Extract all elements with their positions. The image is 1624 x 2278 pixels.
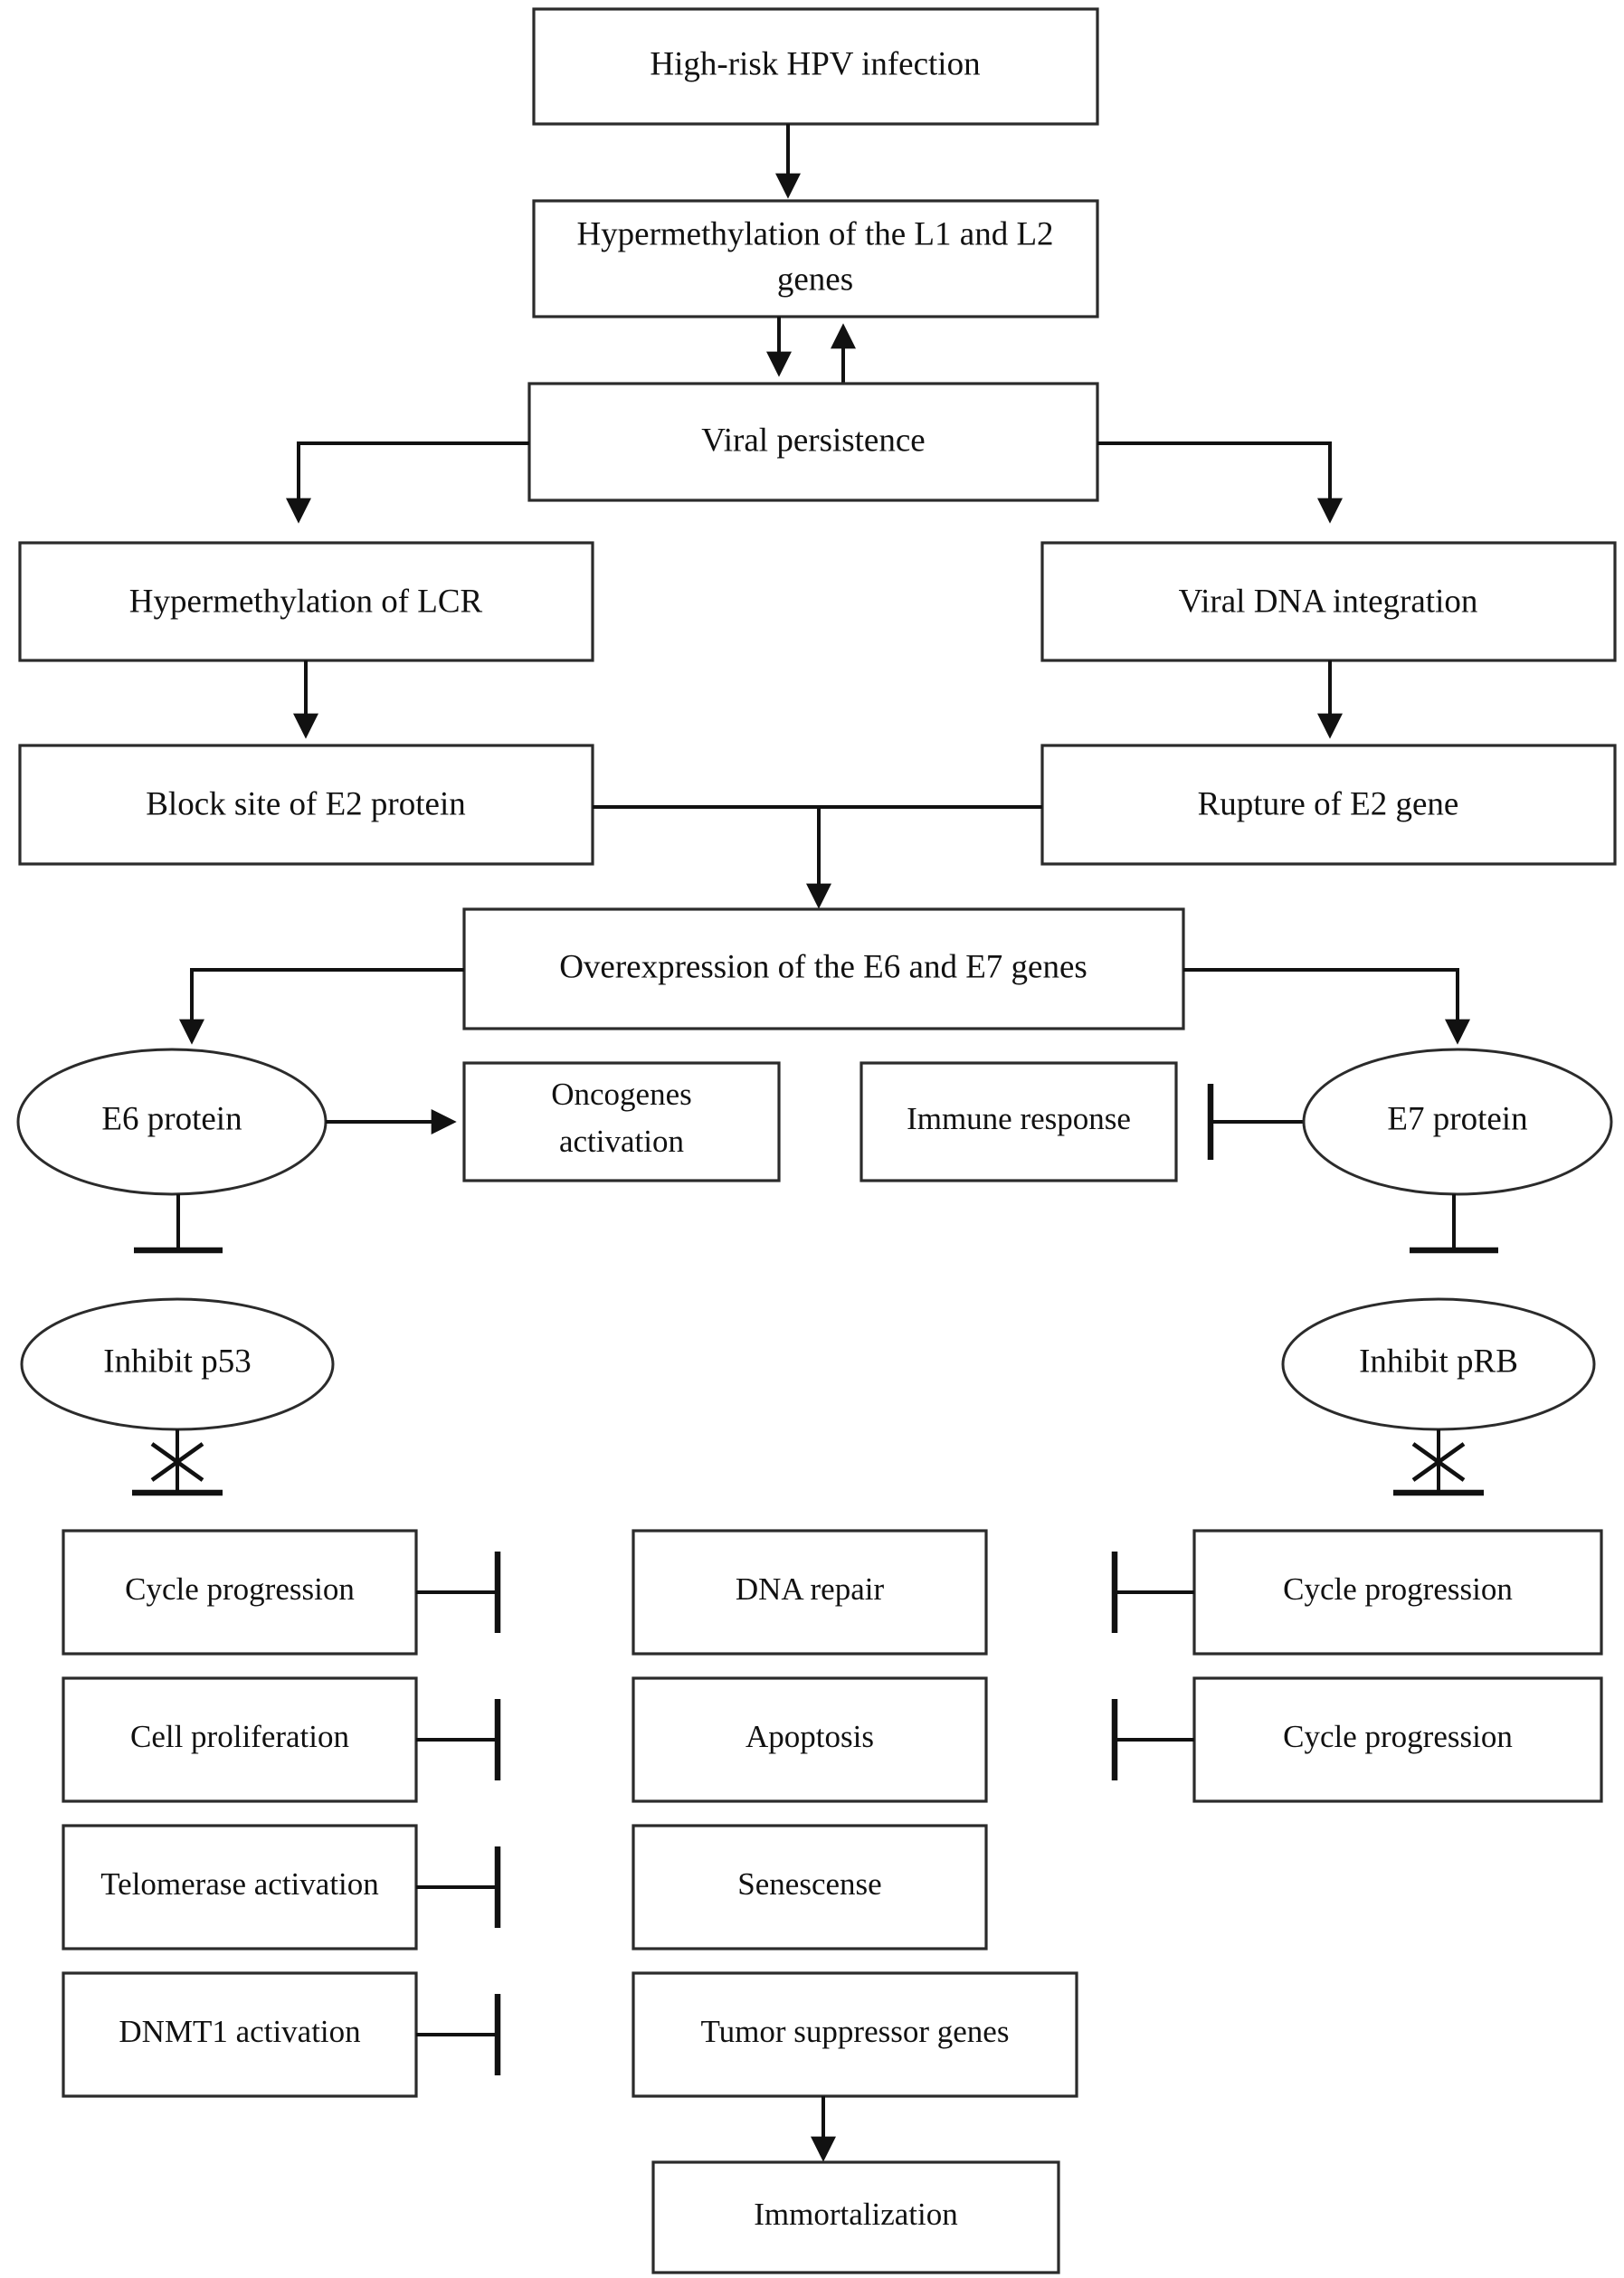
edge-persistence-to-lcr xyxy=(286,441,529,524)
prb-cross-stroke-b xyxy=(1411,1442,1466,1482)
tumor-suppressor-genes-box[interactable] xyxy=(632,1971,1078,2098)
rupture-e2-gene-box[interactable] xyxy=(1040,744,1617,866)
edge-overexpression-to-e7 xyxy=(1183,968,1470,1045)
cell-proliferation-label: Cell proliferation xyxy=(130,1719,349,1754)
hypermethylation-l1l2-label-line2: genes xyxy=(777,261,853,298)
block-site-e2-box[interactable] xyxy=(18,744,594,866)
node-tumor-suppressor-genes[interactable]: Tumor suppressor genes xyxy=(632,1971,1078,2098)
p53-cross-stroke-b xyxy=(150,1442,204,1482)
viral-persistence-box[interactable] xyxy=(527,382,1099,502)
cycle-progression-right-1-box[interactable] xyxy=(1192,1529,1603,1656)
oncogenes-activation-label-line1: Oncogenes xyxy=(551,1077,692,1112)
hypermethylation-lcr-label: Hypermethylation of LCR xyxy=(129,583,483,620)
cycle-progression-right-2-box[interactable] xyxy=(1192,1676,1603,1803)
oncogenes-activation-box[interactable] xyxy=(462,1061,781,1182)
node-overexpression-e6-e7[interactable]: Overexpression of the E6 and E7 genes xyxy=(462,907,1185,1030)
oncogenes-activation-label-line2: activation xyxy=(559,1124,684,1159)
hypermethylation-l1l2-label-line1: Hypermethylation of the L1 and L2 xyxy=(576,215,1053,252)
node-cycle-progression-right-2[interactable]: Cycle progression xyxy=(1111,1676,1603,1803)
edge-overexpression-to-e6 xyxy=(179,968,464,1045)
immortalization-label: Immortalization xyxy=(754,2197,957,2232)
node-viral-persistence[interactable]: Viral persistence xyxy=(527,382,1099,502)
edge-p53-blocked-inhibition xyxy=(132,1429,223,1496)
node-inhibit-prb[interactable]: Inhibit pRB xyxy=(1281,1297,1596,1431)
immune-response-box[interactable] xyxy=(859,1061,1178,1182)
inhibit-p53-label: Inhibit p53 xyxy=(103,1343,251,1380)
node-hypermethylation-lcr[interactable]: Hypermethylation of LCR xyxy=(18,541,594,662)
node-cycle-progression-right-1[interactable]: Cycle progression xyxy=(1111,1529,1603,1656)
rupture-e2-gene-label: Rupture of E2 gene xyxy=(1198,785,1459,822)
node-immortalization[interactable]: Immortalization xyxy=(651,2160,1060,2274)
e7-protein-label: E7 protein xyxy=(1387,1100,1527,1137)
edge-persistence-to-integration xyxy=(1097,441,1343,524)
dnmt1-activation-box[interactable] xyxy=(62,1971,418,2098)
dnmt1-activation-label: DNMT1 activation xyxy=(119,2014,360,2049)
dna-repair-label: DNA repair xyxy=(736,1571,885,1607)
e6-protein-label: E6 protein xyxy=(101,1100,242,1137)
cycle-progression-right-1-label: Cycle progression xyxy=(1283,1571,1513,1607)
cell-proliferation-box[interactable] xyxy=(62,1676,418,1803)
block-site-e2-label: Block site of E2 protein xyxy=(146,785,466,822)
node-senescense[interactable]: Senescense xyxy=(632,1824,988,1951)
immune-response-label: Immune response xyxy=(907,1101,1131,1136)
inhibit-prb-label: Inhibit pRB xyxy=(1359,1343,1518,1380)
node-e6-protein[interactable]: E6 protein xyxy=(16,1048,328,1196)
node-rupture-e2-gene[interactable]: Rupture of E2 gene xyxy=(1040,744,1617,866)
apoptosis-box[interactable] xyxy=(632,1676,988,1803)
viral-persistence-label: Viral persistence xyxy=(701,422,925,459)
telomerase-activation-label: Telomerase activation xyxy=(100,1866,379,1902)
viral-dna-integration-label: Viral DNA integration xyxy=(1179,583,1478,620)
node-inhibit-p53[interactable]: Inhibit p53 xyxy=(20,1297,335,1431)
node-viral-dna-integration[interactable]: Viral DNA integration xyxy=(1040,541,1617,662)
overexpression-e6-e7-label: Overexpression of the E6 and E7 genes xyxy=(559,948,1087,985)
tumor-suppressor-genes-label: Tumor suppressor genes xyxy=(701,2014,1010,2049)
node-dnmt1-activation[interactable]: DNMT1 activation xyxy=(62,1971,501,2098)
hpv-infection-label: High-risk HPV infection xyxy=(650,45,980,82)
cycle-progression-right-2-label: Cycle progression xyxy=(1283,1719,1513,1754)
hypermethylation-l1l2-box[interactable] xyxy=(532,199,1099,318)
node-cell-proliferation[interactable]: Cell proliferation xyxy=(62,1676,501,1803)
hpv-infection-box[interactable] xyxy=(532,7,1099,126)
apoptosis-label: Apoptosis xyxy=(746,1719,874,1754)
cycle-progression-left-label: Cycle progression xyxy=(125,1571,355,1607)
senescense-box[interactable] xyxy=(632,1824,988,1951)
node-apoptosis[interactable]: Apoptosis xyxy=(632,1676,988,1803)
cycle-progression-left-box[interactable] xyxy=(62,1529,418,1656)
node-oncogenes-activation[interactable]: Oncogenes activation xyxy=(462,1061,781,1182)
dna-repair-box[interactable] xyxy=(632,1529,988,1656)
node-cycle-progression-left[interactable]: Cycle progression xyxy=(62,1529,501,1656)
node-block-site-e2[interactable]: Block site of E2 protein xyxy=(18,744,594,866)
node-hpv-infection[interactable]: High-risk HPV infection xyxy=(532,7,1099,126)
node-e7-protein[interactable]: E7 protein xyxy=(1302,1048,1613,1196)
node-immune-response[interactable]: Immune response xyxy=(859,1061,1178,1182)
immortalization-box[interactable] xyxy=(651,2160,1060,2274)
e7-protein-ellipse[interactable] xyxy=(1302,1048,1613,1196)
node-telomerase-activation[interactable]: Telomerase activation xyxy=(62,1824,501,1951)
senescense-label: Senescense xyxy=(737,1866,881,1902)
edge-prb-blocked-inhibition xyxy=(1393,1429,1484,1496)
node-dna-repair[interactable]: DNA repair xyxy=(632,1529,988,1656)
node-hypermethylation-l1-l2[interactable]: Hypermethylation of the L1 and L2 genes xyxy=(532,199,1099,318)
